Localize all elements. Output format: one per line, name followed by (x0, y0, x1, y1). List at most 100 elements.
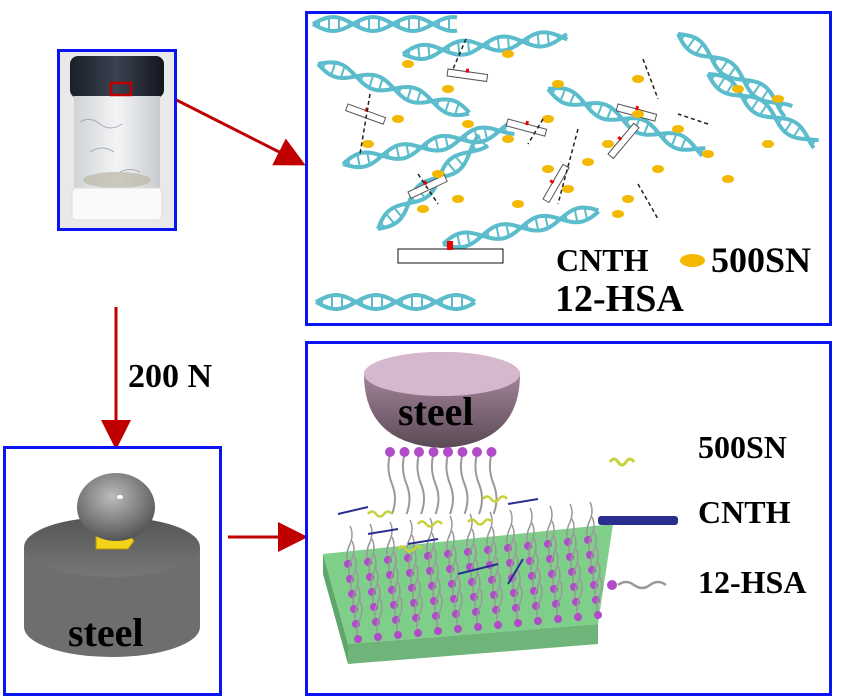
oil-dot (452, 195, 464, 203)
cnth-tube (344, 103, 387, 125)
gelator-tail (374, 583, 381, 623)
oil-dot (402, 60, 414, 68)
oil-dot (442, 85, 454, 93)
oil-dot (362, 140, 374, 148)
gelator-head (534, 617, 542, 625)
gelator-tail (492, 556, 499, 596)
substrate-side (323, 554, 348, 664)
helix-12hsa (316, 60, 471, 118)
gelator-tail (566, 503, 573, 543)
helix-12hsa (312, 14, 458, 34)
gelator-tail (470, 543, 477, 583)
gelator-tail (474, 453, 483, 515)
vial-cap (70, 56, 164, 98)
gelator-tail (354, 585, 361, 625)
gelator-tail (490, 541, 497, 581)
gelator-tail (594, 561, 601, 601)
gelator-tail (414, 579, 421, 619)
gelator-tail (530, 537, 537, 577)
oil-dot (632, 110, 644, 118)
oil-dot (502, 135, 514, 143)
gelator-tail (496, 586, 503, 626)
gelator-tail (386, 521, 393, 561)
cnth-tube (607, 122, 640, 160)
gelator-tail (416, 453, 425, 515)
gelator-tail (486, 511, 493, 551)
cnth-tube (407, 174, 448, 200)
gelator-tail (488, 453, 498, 515)
gelator-tail (376, 598, 383, 638)
oil-dot (582, 158, 594, 166)
gelator-tail (552, 550, 559, 590)
gelator-head (443, 447, 453, 457)
cnth-rod (507, 498, 539, 505)
gelator-tail (445, 453, 454, 515)
gelator-tail (408, 534, 415, 574)
microstructure-panel: CNTH 500SN 12-HSA (305, 11, 832, 326)
gelator-tail (488, 526, 495, 566)
gelator-head (574, 613, 582, 621)
gelator-tail (554, 565, 561, 605)
hydrogen-bond (642, 58, 659, 100)
gelator-tail (494, 571, 501, 611)
gelator-tail (508, 524, 515, 564)
oil-dot (612, 210, 624, 218)
legend-oil-icon (608, 457, 636, 467)
hydrogen-bond (637, 183, 659, 220)
gelator-tail (506, 509, 513, 549)
helix-12hsa (376, 133, 490, 231)
gelator-tail (576, 578, 583, 618)
gelator-tail (572, 548, 579, 588)
gelator-head (374, 633, 382, 641)
zoom-marker (109, 81, 133, 97)
hydrogen-bond (677, 113, 709, 125)
gelator-tail (352, 570, 359, 610)
gelator-tail (426, 517, 433, 557)
gelator-tail (394, 581, 401, 621)
oil-dot (632, 75, 644, 83)
gelator-tail (588, 516, 595, 556)
gelator-head (554, 615, 562, 623)
oil-dot (432, 170, 444, 178)
gelator-tail (474, 573, 481, 613)
oil-dot (672, 125, 684, 133)
gelator-head (472, 447, 482, 457)
gel-vial (60, 52, 174, 228)
oil-molecule (417, 520, 443, 528)
gelator-tail (430, 453, 440, 515)
oil-dot (602, 140, 614, 148)
gelator-tail (401, 453, 411, 515)
oil-dot (722, 175, 734, 183)
gelator-tail (590, 531, 597, 571)
oil-dot (622, 195, 634, 203)
gelator-tail (568, 518, 575, 558)
substrate-front (348, 624, 598, 664)
gelator-tail (528, 522, 535, 562)
gelator-head (414, 447, 424, 457)
gelator-tail (348, 540, 355, 580)
gelator-tail (430, 547, 437, 587)
oil-dot (417, 205, 429, 213)
gelator-tail (356, 600, 363, 640)
helix-12hsa (676, 32, 793, 119)
helix-12hsa (546, 86, 706, 158)
test-setup-panel: steel (3, 446, 222, 696)
hydrogen-bond (452, 38, 467, 70)
gelator-tail (412, 564, 419, 604)
oil-molecule (482, 495, 508, 503)
gelator-head (474, 623, 482, 631)
legend-cnth-icon (598, 516, 678, 525)
gelator-head (434, 627, 442, 635)
gelator-head (454, 625, 462, 633)
steel-ball-cap (364, 352, 520, 396)
gelator-tail (370, 553, 377, 593)
gelator-tail (406, 519, 413, 559)
legend-cnth-icon (397, 241, 504, 264)
gelator-tail (432, 562, 439, 602)
gelator-tail (372, 568, 379, 608)
gelator-tail (536, 582, 543, 622)
gelator-tail (387, 453, 396, 515)
ball-on-disc (24, 473, 200, 657)
oil-molecule (467, 518, 493, 526)
hydrogen-bond (417, 173, 439, 205)
